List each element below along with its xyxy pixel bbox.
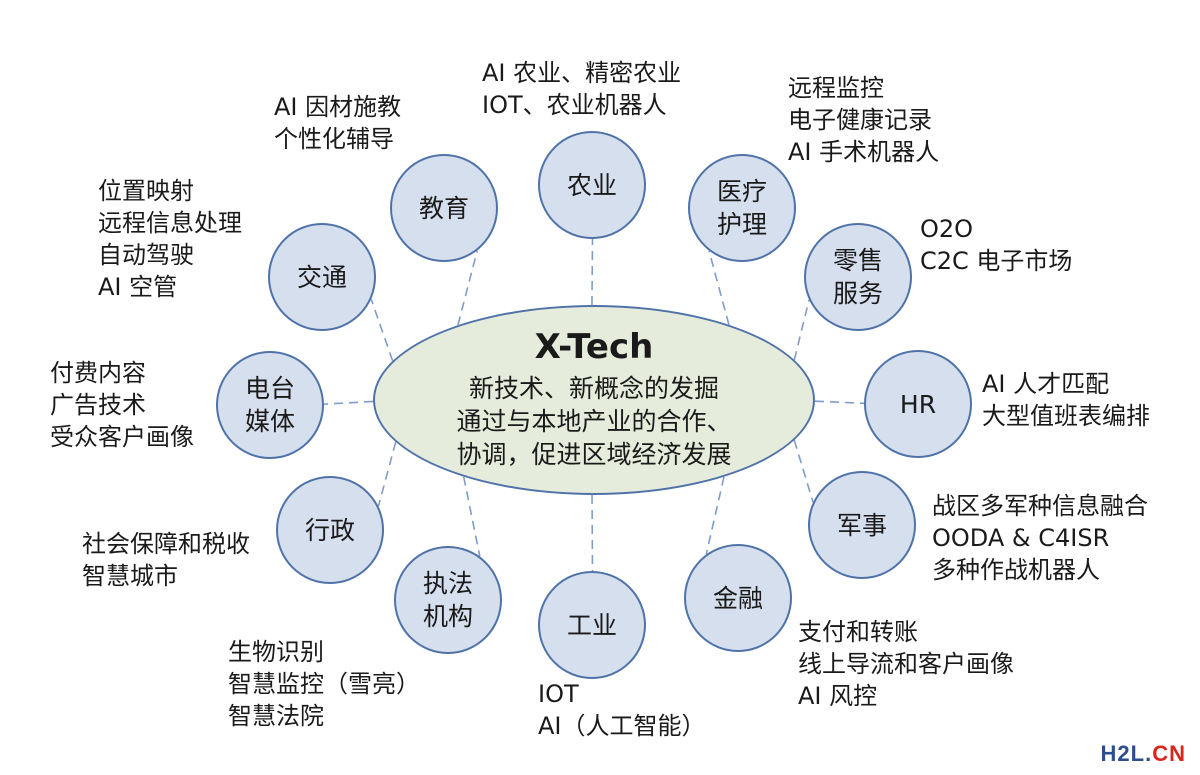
node-label: 媒体 xyxy=(244,407,295,436)
watermark-part-b: CN xyxy=(1152,741,1186,766)
node-label: 电台 xyxy=(244,374,295,403)
note-agriculture: AI 农业、精密农业 IOT、农业机器人 xyxy=(482,57,681,121)
node-label: HR xyxy=(899,389,937,419)
note-line: AI 农业、精密农业 xyxy=(482,59,682,87)
node-agriculture: 农业 xyxy=(538,131,646,239)
node-label: 护理 xyxy=(716,210,767,239)
note-hr: AI 人才匹配大型值班表编排 xyxy=(982,368,1150,432)
connector-transport xyxy=(370,298,394,362)
node-transport: 交通 xyxy=(268,223,376,331)
note-line: 电子健康记录 xyxy=(788,106,932,134)
watermark-logo: H2L.CN xyxy=(1101,741,1186,767)
center-title: X-Tech xyxy=(534,326,654,367)
node-retail: 零售服务 xyxy=(804,223,912,331)
note-transport: 位置映射远程信息处理自动驾驶 AI 空管 xyxy=(98,175,242,303)
watermark-part-a: H2L. xyxy=(1100,741,1153,766)
node-label: 执法 xyxy=(422,569,473,598)
node-finance: 金融 xyxy=(684,544,792,652)
node-label: 军事 xyxy=(836,510,887,540)
note-retail: O2O C2C 电子市场 xyxy=(920,213,1072,277)
node-healthcare: 医疗护理 xyxy=(688,154,796,262)
note-administration: 社会保障和税收智慧城市 xyxy=(82,528,250,592)
note-line: 智慧法院 xyxy=(228,702,324,730)
note-line: 个性化辅导 xyxy=(274,125,394,153)
node-industry: 工业 xyxy=(538,571,646,679)
note-line: 自动驾驶 xyxy=(98,241,194,269)
connector-administration xyxy=(377,441,397,507)
node-military: 军事 xyxy=(808,471,916,579)
note-line: AI（人工智能） xyxy=(538,712,706,740)
note-industry: IOT AI（人工智能） xyxy=(538,678,706,742)
note-line: 多种作战机器人 xyxy=(932,556,1100,584)
note-line: 智慧监控（雪亮） xyxy=(228,670,420,698)
note-line: 线上导流和客户画像 xyxy=(798,650,1014,678)
node-broadcasting: 电台媒体 xyxy=(216,351,324,459)
connector-education xyxy=(457,250,479,326)
connector-agriculture xyxy=(591,238,594,306)
note-line: AI 因材施教 xyxy=(274,93,402,121)
connector-finance xyxy=(705,476,725,555)
note-line: AI 人才匹配 xyxy=(982,370,1110,398)
note-line: IOT、农业机器人 xyxy=(482,91,667,119)
note-line: 远程信息处理 xyxy=(98,209,242,237)
center-line-1: 新技术、新概念的发掘 xyxy=(468,374,719,404)
connector-healthcare xyxy=(708,250,730,325)
node-label: 农业 xyxy=(566,170,617,200)
node-label: 工业 xyxy=(566,610,617,640)
note-line: AI 风控 xyxy=(798,682,878,710)
connector-military xyxy=(793,439,814,503)
note-line: AI 手术机器人 xyxy=(788,138,940,166)
note-law-enforcement: 生物识别智慧监控（雪亮） 智慧法院 xyxy=(228,636,420,732)
note-education: AI 因材施教个性化辅导 xyxy=(274,91,401,155)
note-line: O2O xyxy=(920,215,974,243)
node-label: 机构 xyxy=(422,602,473,631)
center-line-2: 通过与本地产业的合作、 xyxy=(456,407,732,437)
node-label: 医疗 xyxy=(716,177,767,206)
node-label: 服务 xyxy=(832,279,883,308)
note-line: 战区多军种信息融合 xyxy=(932,492,1148,520)
node-label: 交通 xyxy=(296,262,347,292)
note-military: 战区多军种信息融合 OODA & C4ISR 多种作战机器人 xyxy=(932,490,1148,586)
note-line: 生物识别 xyxy=(228,638,324,666)
note-line: 支付和转账 xyxy=(798,618,918,646)
node-label: 金融 xyxy=(712,583,763,613)
note-broadcasting: 付费内容广告技术受众客户画像 xyxy=(50,357,194,453)
note-line: 受众客户画像 xyxy=(50,423,194,451)
node-education: 教育 xyxy=(390,154,498,262)
note-line: 付费内容 xyxy=(50,359,146,387)
connector-law-enforcement xyxy=(462,476,481,557)
note-line: 智慧城市 xyxy=(82,562,178,590)
note-line: 广告技术 xyxy=(50,391,146,419)
center-line-3: 协调，促进区域经济发展 xyxy=(456,440,732,470)
node-label: 教育 xyxy=(418,193,469,223)
note-line: 远程监控 xyxy=(788,74,884,102)
note-line: AI 空管 xyxy=(98,273,178,301)
center-ellipse: X-Tech 新技术、新概念的发掘 通过与本地产业的合作、 协调，促进区域经济发… xyxy=(373,305,815,495)
note-line: C2C 电子市场 xyxy=(920,247,1073,275)
node-hr: HR xyxy=(864,350,972,458)
note-line: 社会保障和税收 xyxy=(82,530,250,558)
node-label: 行政 xyxy=(304,515,355,545)
note-line: 位置映射 xyxy=(98,177,194,205)
node-label: 零售 xyxy=(832,246,883,275)
note-line: IOT xyxy=(538,680,579,708)
note-finance: 支付和转账线上导流和客户画像 AI 风控 xyxy=(798,616,1014,712)
node-law-enforcement: 执法机构 xyxy=(394,546,502,654)
connector-retail xyxy=(793,299,810,361)
connector-hr xyxy=(814,400,865,405)
note-line: OODA & C4ISR xyxy=(932,524,1110,552)
node-administration: 行政 xyxy=(276,476,384,584)
note-healthcare: 远程监控电子健康记录 AI 手术机器人 xyxy=(788,72,939,168)
connector-broadcasting xyxy=(323,400,374,405)
note-line: 大型值班表编排 xyxy=(982,402,1150,430)
